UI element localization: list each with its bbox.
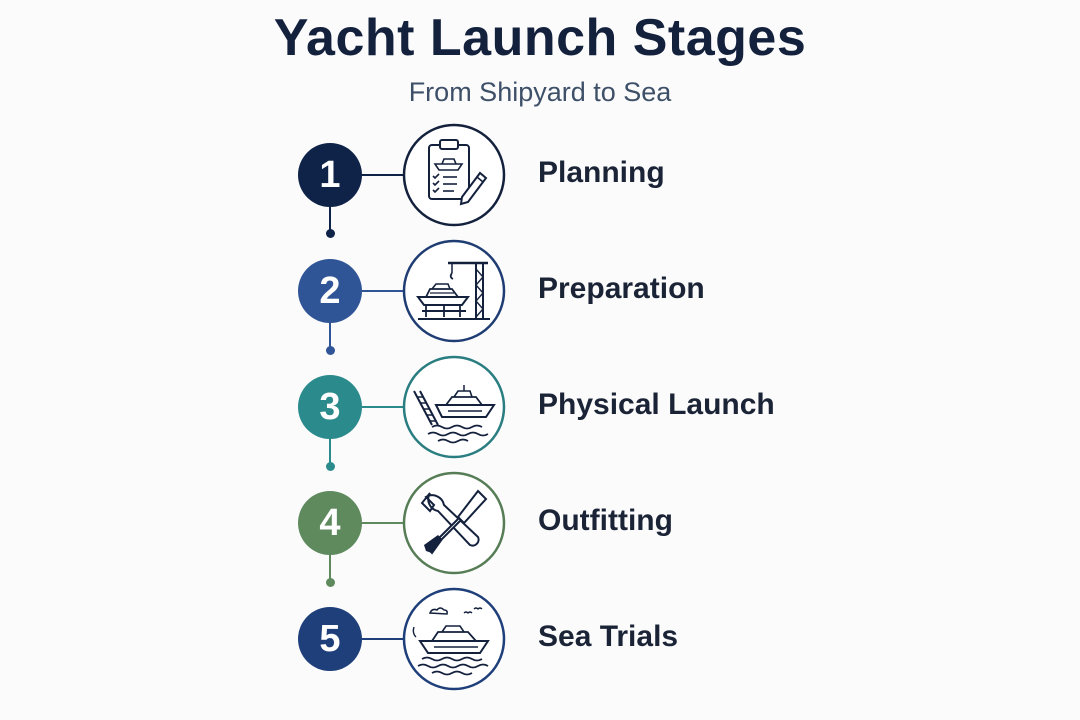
clipboard-yacht-icon [402,123,506,227]
wrench-screwdriver-icon [402,471,506,575]
stage-physical-launch: 3 Physical Launch [0,352,1080,462]
stage-connector [362,290,404,292]
slipway-yacht-icon [402,355,506,459]
stage-number-badge: 4 [298,491,362,555]
stage-number-badge: 5 [298,607,362,671]
diagram-subtitle: From Shipyard to Sea [408,77,672,107]
yacht-at-sea-icon [402,587,506,691]
stage-number-badge: 1 [298,143,362,207]
stage-number-badge: 2 [298,259,362,323]
stage-connector [362,638,404,640]
crane-yacht-icon [402,239,506,343]
step-connector-dot-3 [326,462,335,471]
step-connector-1-2 [329,195,331,233]
stage-label: Preparation [538,272,705,305]
stage-preparation: 2 Preparation [0,236,1080,346]
stage-label: Sea Trials [538,620,679,653]
stage-outfitting: 4 Outfitting [0,468,1080,578]
stage-sea-trials: 5 Sea Trials [0,584,1080,694]
stage-connector [362,174,404,176]
step-connector-4-5 [329,550,331,582]
step-connector-dot-4 [326,578,335,587]
stage-connector [362,406,404,408]
stage-label: Physical Launch [538,388,775,421]
step-connector-3-4 [329,434,331,466]
diagram-title: Yacht Launch Stages [273,9,807,67]
stage-planning: 1 Planning [0,120,1080,230]
stage-label: Outfitting [538,504,673,537]
stage-label: Planning [538,156,665,189]
stage-connector [362,522,404,524]
step-connector-dot-2 [326,346,335,355]
step-connector-2-3 [329,318,331,350]
stage-number-badge: 3 [298,375,362,439]
step-connector-dot-1 [326,229,335,238]
